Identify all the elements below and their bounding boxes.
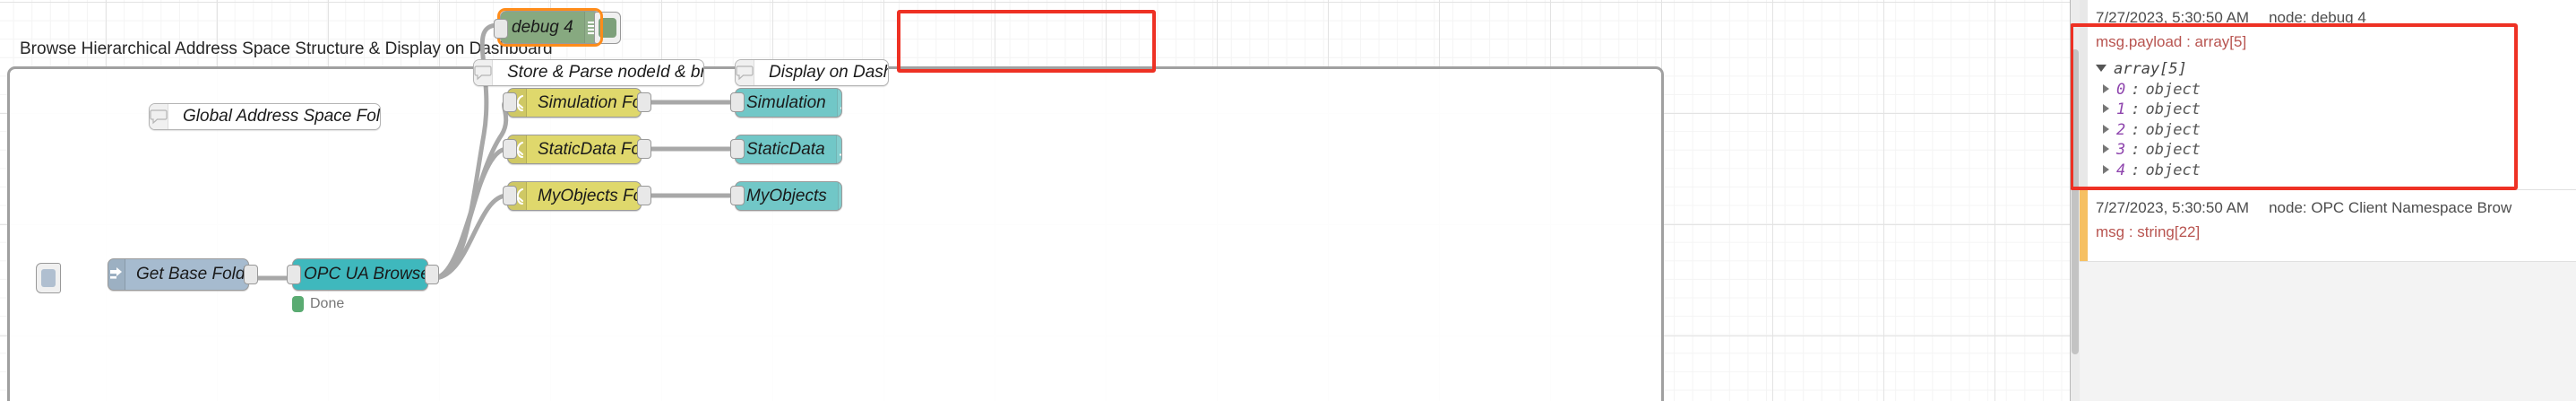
port-input-opcua-browser[interactable]	[287, 265, 301, 284]
debug-tree-entry[interactable]: 1: object	[2096, 100, 2563, 120]
entry-value: object	[2145, 120, 2201, 139]
entry-index: 3	[2116, 141, 2126, 160]
node-label: debug 4	[512, 17, 573, 37]
debug-message-item[interactable]: 7/27/2023, 5:30:50 AM node: debug 4 msg.…	[2080, 0, 2576, 190]
port-output-staticdata-folder[interactable]	[637, 139, 651, 159]
entry-index: 0	[2116, 80, 2126, 99]
node-function-staticdata-folder[interactable]: StaticData Folder	[507, 135, 642, 164]
debug-sidebar[interactable]: 7/27/2023, 5:30:50 AM node: debug 4 msg.…	[2070, 0, 2576, 401]
node-debug-4[interactable]: debug 4	[500, 11, 600, 44]
inject-arrow-icon	[108, 259, 125, 290]
debug-message-header: 7/27/2023, 5:30:50 AM node: debug 4	[2096, 9, 2563, 27]
node-label: MyObjects	[746, 186, 827, 205]
node-status-opcua-browser: Done	[292, 296, 344, 312]
debug-message-item[interactable]: 7/27/2023, 5:30:50 AM node: OPC Client N…	[2080, 190, 2576, 262]
flow-group-title: Browse Hierarchical Address Space Struct…	[20, 39, 553, 58]
node-ui-text-simulation[interactable]: Simulation abc	[735, 88, 842, 118]
node-function-myobjects-folder[interactable]: MyObjects Folder	[507, 181, 642, 211]
port-input-ui-simulation[interactable]	[730, 92, 745, 112]
comment-node-global-address-space[interactable]: Global Address Space Folder Browse	[149, 103, 381, 130]
chevron-right-icon[interactable]	[2103, 104, 2109, 114]
node-function-simulation-folder[interactable]: Simulation Folder	[507, 88, 642, 118]
debug-message-header: 7/27/2023, 5:30:50 AM node: OPC Client N…	[2096, 199, 2563, 217]
node-ui-text-staticdata[interactable]: StaticData abc	[735, 135, 842, 164]
node-label: StaticData	[746, 139, 825, 159]
chevron-right-icon[interactable]	[2103, 124, 2109, 134]
flow-canvas[interactable]: Browse Hierarchical Address Space Struct…	[0, 0, 2070, 401]
debug-message-list[interactable]: 7/27/2023, 5:30:50 AM node: debug 4 msg.…	[2080, 0, 2576, 262]
chevron-down-icon[interactable]	[2096, 65, 2106, 72]
comment-label: Global Address Space Folder Browse	[183, 107, 381, 126]
svg-text:abc: abc	[841, 144, 842, 154]
node-label: Simulation Folder	[538, 92, 641, 112]
entry-value: object	[2145, 161, 2201, 180]
debug-timestamp: 7/27/2023, 5:30:50 AM	[2096, 199, 2250, 216]
node-label: OPC UA Browser	[304, 265, 428, 283]
entry-value: object	[2145, 80, 2201, 99]
comment-icon	[736, 60, 754, 85]
debug-source-node: node: debug 4	[2269, 9, 2366, 26]
entry-index: 4	[2116, 161, 2126, 180]
entry-value: object	[2145, 141, 2201, 160]
node-label: StaticData Folder	[538, 139, 642, 159]
debug-tree-entry[interactable]: 2: object	[2096, 120, 2563, 141]
chevron-right-icon[interactable]	[2103, 144, 2109, 154]
chevron-right-icon[interactable]	[2103, 165, 2109, 175]
debug-message-topic: msg : string[22]	[2096, 223, 2201, 240]
node-label: Simulation	[746, 92, 826, 112]
debug-toggle-face	[599, 18, 616, 38]
comment-node-store-parse[interactable]: Store & Parse nodeId & browseName	[473, 59, 704, 86]
status-dot-icon	[292, 296, 304, 312]
debug-message-topic: msg.payload : array[5]	[2096, 33, 2247, 50]
comment-icon	[150, 104, 168, 129]
entry-value: object	[2145, 100, 2201, 119]
node-label: Get Base Folder Structure ¹	[136, 265, 248, 283]
comment-label: Display on Dashboard	[769, 63, 889, 82]
node-opc-ua-browser[interactable]: OPC UA Browser OPC UA	[292, 258, 428, 291]
inject-button-face	[41, 269, 56, 287]
debug-tree-root[interactable]: array[5]	[2096, 59, 2563, 80]
node-label: MyObjects Folder	[538, 186, 641, 205]
port-input-ui-staticdata[interactable]	[730, 139, 745, 159]
abc-icon: abc	[837, 182, 841, 210]
status-text: Done	[310, 296, 345, 311]
entry-index: 1	[2116, 100, 2126, 119]
debug-root-label: array[5]	[2114, 60, 2187, 78]
debug-tree-entry[interactable]: 0: object	[2096, 80, 2563, 100]
port-input-debug-4[interactable]	[494, 19, 508, 39]
comment-node-display-dashboard[interactable]: Display on Dashboard	[735, 59, 889, 86]
node-ui-text-myobjects[interactable]: MyObjects abc	[735, 181, 842, 211]
message-accent-bar	[2080, 190, 2088, 261]
port-output-inject[interactable]	[244, 265, 258, 284]
message-accent-bar	[2080, 0, 2088, 189]
inject-node-trigger-button[interactable]	[36, 263, 61, 293]
port-input-simulation-folder[interactable]	[503, 92, 517, 112]
port-output-myobjects-folder[interactable]	[637, 186, 651, 205]
entry-index: 2	[2116, 120, 2126, 139]
debug-timestamp: 7/27/2023, 5:30:50 AM	[2096, 9, 2250, 26]
port-input-staticdata-folder[interactable]	[503, 139, 517, 159]
abc-icon: abc	[835, 135, 842, 163]
comment-icon	[474, 60, 493, 85]
debug-tree-entry[interactable]: 4: object	[2096, 161, 2563, 181]
comment-label: Store & Parse nodeId & browseName	[507, 63, 703, 82]
port-input-myobjects-folder[interactable]	[503, 186, 517, 205]
node-inject-get-base-folder-structure[interactable]: Get Base Folder Structure ¹	[108, 258, 249, 291]
chevron-right-icon[interactable]	[2103, 83, 2109, 93]
annotation-rect-debug-node	[897, 10, 1156, 73]
debug-node-toggle-button[interactable]	[594, 12, 621, 44]
abc-icon: abc	[836, 89, 841, 117]
debug-tree-entry[interactable]: 3: object	[2096, 140, 2563, 161]
port-output-simulation-folder[interactable]	[637, 92, 651, 112]
port-input-ui-myobjects[interactable]	[730, 186, 745, 205]
port-output-opcua-browser[interactable]	[425, 265, 439, 284]
scrollbar-thumb[interactable]	[2072, 49, 2079, 354]
sidebar-scrollbar[interactable]	[2071, 0, 2080, 401]
debug-source-node: node: OPC Client Namespace Brow	[2269, 199, 2512, 216]
